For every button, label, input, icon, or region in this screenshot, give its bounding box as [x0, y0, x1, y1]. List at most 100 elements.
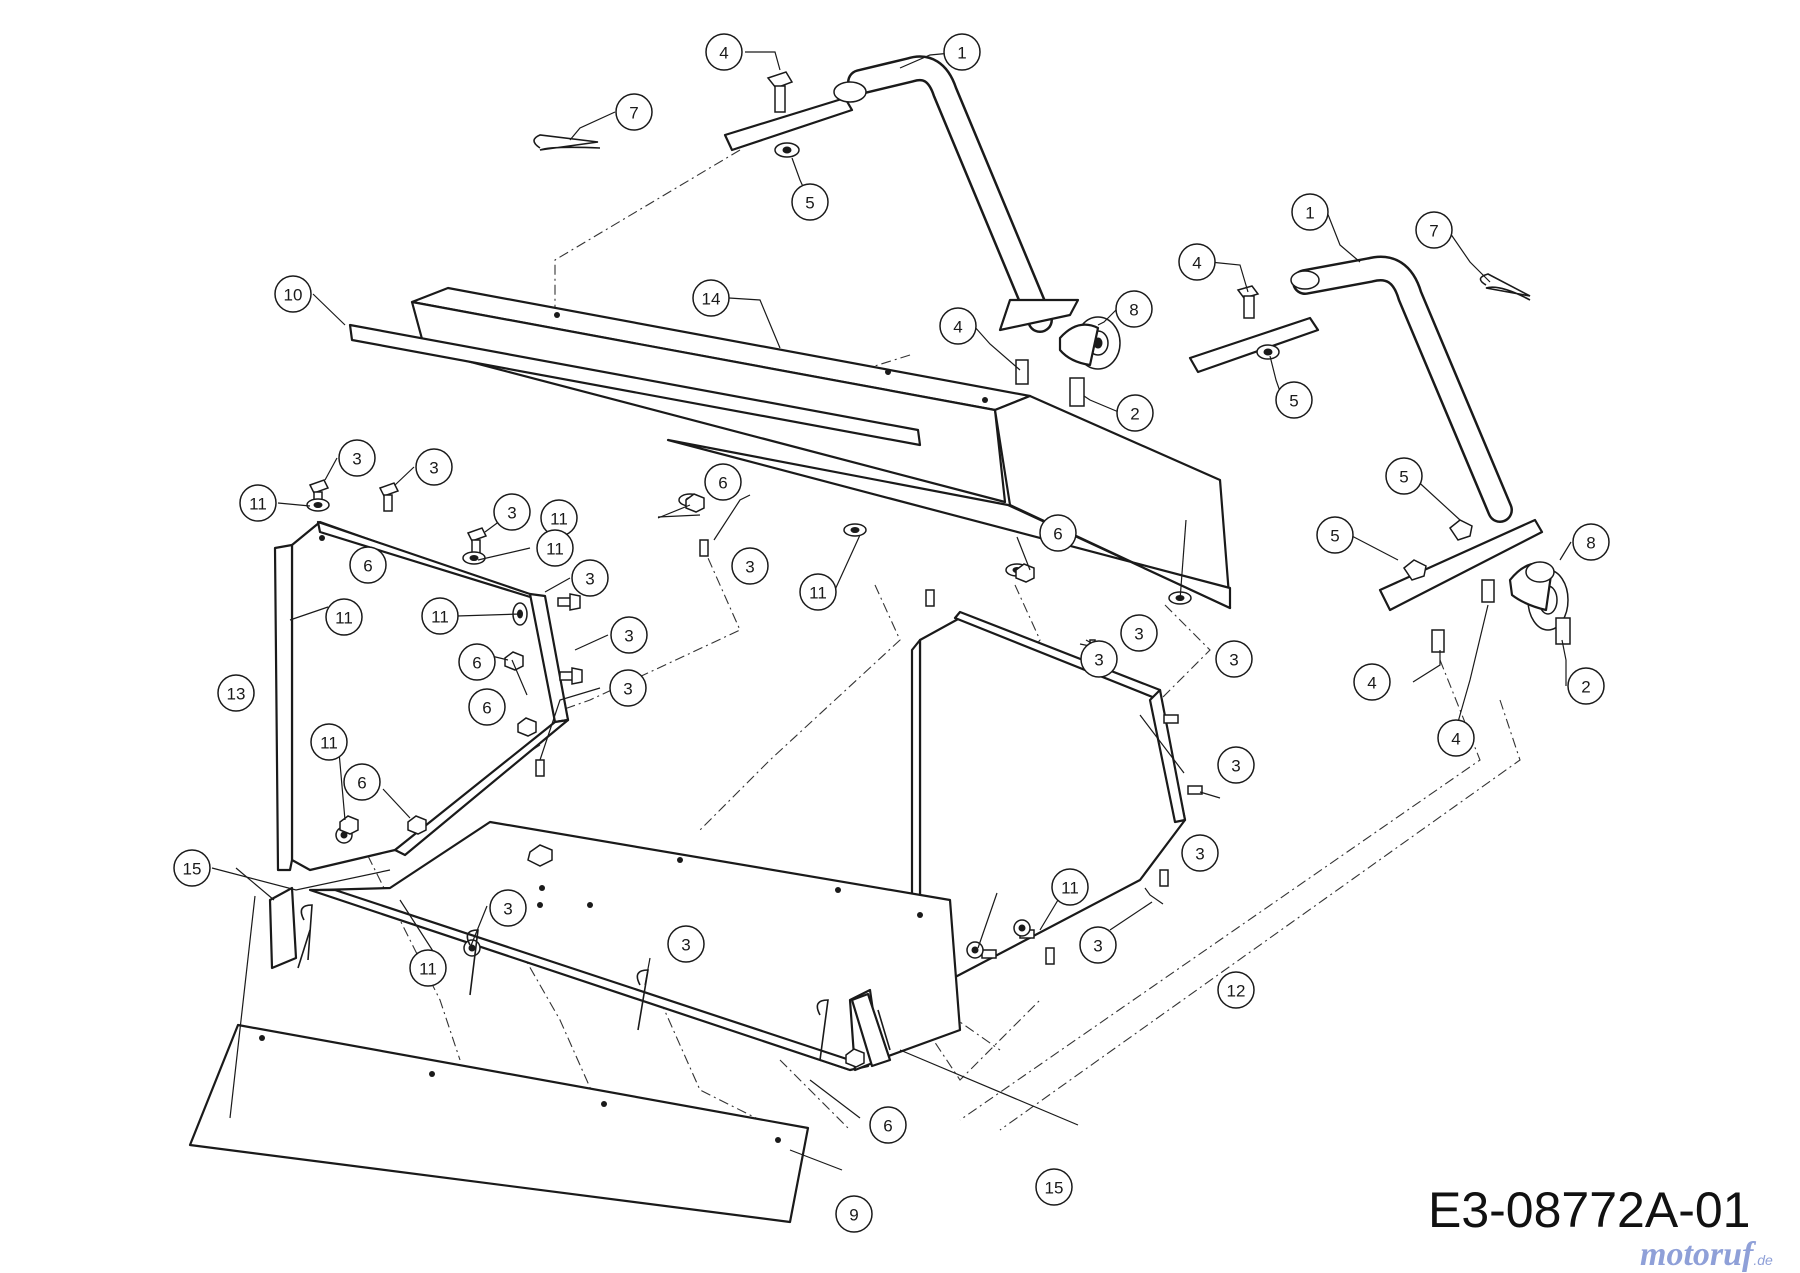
- callout-item-5: 5: [791, 183, 829, 221]
- callout-number: 3: [429, 459, 438, 478]
- callout-circle: [415, 448, 453, 486]
- callout-number: 1: [1305, 204, 1314, 223]
- left-handle-assembly: [533, 55, 1121, 407]
- callout-number: 11: [320, 734, 338, 753]
- callout-item-11: 11: [540, 499, 578, 537]
- callout-circle: [667, 925, 705, 963]
- bolt-hex-3: [1159, 869, 1169, 887]
- right-side-panel: [910, 610, 1187, 987]
- callout-item-4: 4: [1437, 719, 1475, 757]
- callout-number: 3: [745, 558, 754, 577]
- nut-6: [339, 815, 359, 835]
- callout-circle: [615, 93, 653, 131]
- callout-item-6: 6: [349, 546, 387, 584]
- callout-circle: [468, 688, 506, 726]
- callout-circle: [421, 597, 459, 635]
- callout-item-3: 3: [667, 925, 705, 963]
- callout-circle: [939, 307, 977, 345]
- bolt-hex-3: [981, 949, 997, 959]
- callout-number: 3: [1229, 651, 1238, 670]
- callout-number: 5: [1399, 468, 1408, 487]
- callout-item-11: 11: [310, 723, 348, 761]
- callout-circle: [1567, 667, 1605, 705]
- callout-circle: [943, 33, 981, 71]
- callout-circle: [1437, 719, 1475, 757]
- callout-number: 4: [953, 318, 962, 337]
- callout-item-5: 5: [1316, 516, 1354, 554]
- callout-circle: [705, 33, 743, 71]
- callout-circle: [239, 484, 277, 522]
- callout-number: 5: [1289, 392, 1298, 411]
- bolts-bracket-right: [1431, 579, 1495, 653]
- callout-item-6: 6: [704, 463, 742, 501]
- callout-circle: [791, 183, 829, 221]
- callout-item-3: 3: [610, 616, 648, 654]
- callout-circle: [610, 616, 648, 654]
- callout-item-11: 11: [536, 529, 574, 567]
- deflector-flap: [188, 1023, 810, 1224]
- callout-circle: [609, 669, 647, 707]
- callout-item-6: 6: [468, 688, 506, 726]
- callout-item-10: 10: [274, 275, 312, 313]
- callout-item-11: 11: [1051, 868, 1089, 906]
- callout-circle: [310, 723, 348, 761]
- callout-circle: [1035, 1168, 1073, 1206]
- callout-item-3: 3: [731, 547, 769, 585]
- callout-circle: [1116, 394, 1154, 432]
- callout-circle: [571, 559, 609, 597]
- callout-number: 7: [629, 104, 638, 123]
- nut-6: [407, 815, 427, 835]
- callout-number: 3: [352, 450, 361, 469]
- callout-circle: [1039, 514, 1077, 552]
- callout-number: 3: [507, 504, 516, 523]
- callout-item-4: 4: [705, 33, 743, 71]
- callout-item-3: 3: [1181, 834, 1219, 872]
- callout-number: 14: [702, 290, 721, 309]
- callout-item-1: 1: [943, 33, 981, 71]
- washer-11: [462, 551, 486, 565]
- leader-lines: [211, 51, 1572, 1171]
- callout-circle: [1353, 663, 1391, 701]
- callout-circle: [1415, 211, 1453, 249]
- callout-item-14: 14: [692, 279, 730, 317]
- drawing-code: E3-08772A-01: [1428, 1182, 1751, 1238]
- rubber-strip: [348, 323, 922, 447]
- flange-nut-right-plate: [1256, 344, 1280, 360]
- callout-number: 6: [472, 654, 481, 673]
- callout-number: 4: [1367, 674, 1376, 693]
- callout-circle: [692, 279, 730, 317]
- callout-number: 3: [503, 900, 512, 919]
- callout-circle: [1079, 926, 1117, 964]
- fastener-hardware: [300, 479, 1203, 1068]
- callout-item-4: 4: [1178, 243, 1216, 281]
- caster-wheel-right: [1508, 561, 1569, 631]
- callout-number: 11: [546, 540, 564, 559]
- bolt-caster-left: [1069, 377, 1085, 407]
- callout-circle: [1572, 523, 1610, 561]
- callout-circle: [1275, 381, 1313, 419]
- callout-item-3: 3: [1079, 926, 1117, 964]
- watermark-logo: motoruf.de: [1640, 1238, 1773, 1272]
- callout-item-6: 6: [458, 643, 496, 681]
- callout-number: 3: [1231, 757, 1240, 776]
- bolt-hex-3: [1163, 714, 1179, 724]
- callout-item-9: 9: [835, 1195, 873, 1233]
- bolt-hex-3: [535, 759, 545, 777]
- callout-circle: [274, 275, 312, 313]
- callout-item-11: 11: [799, 573, 837, 611]
- callout-number: 11: [1061, 879, 1079, 898]
- callout-number: 12: [1227, 982, 1246, 1001]
- callout-number: 11: [419, 960, 437, 979]
- bolt-hex-3: [699, 539, 709, 557]
- callout-circle: [343, 763, 381, 801]
- callout-number: 11: [335, 609, 353, 628]
- hairpin-clip-right: [1479, 273, 1531, 301]
- callout-number: 13: [227, 685, 246, 704]
- bolt-mount-left: [1015, 359, 1029, 385]
- callout-number: 5: [1330, 527, 1339, 546]
- bracket-left: [268, 886, 311, 970]
- nut-6: [504, 651, 524, 671]
- callout-circle: [1178, 243, 1216, 281]
- callout-item-8: 8: [1572, 523, 1610, 561]
